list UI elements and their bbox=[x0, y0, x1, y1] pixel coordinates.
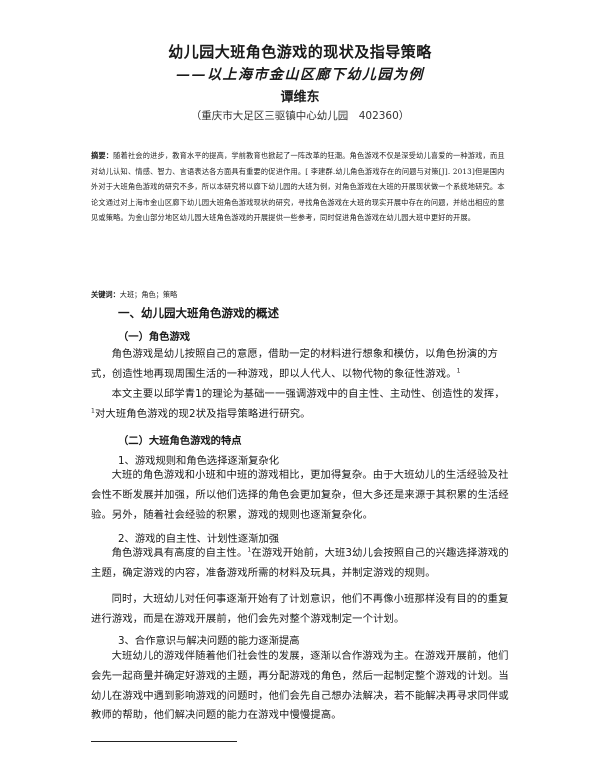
footnote-marker: 1 bbox=[91, 407, 95, 415]
abstract-text: 随着社会的进步，教育水平的提高，学前教育也掀起了一阵改革的狂潮。角色游戏不仅是深… bbox=[91, 151, 505, 223]
paragraph-autonomy: 角色游戏具有高度的自主性。1在游戏开始前，大班3幼儿会按照自己的兴趣选择游戏的主… bbox=[91, 544, 511, 584]
paragraph-definition: 角色游戏是幼儿按照自己的意愿，借助一定的材料进行想象和模仿，以角色扮演的方式，创… bbox=[91, 345, 511, 385]
author-name: 谭维东 bbox=[280, 90, 320, 105]
paper-title: 幼儿园大班角色游戏的现状及指导策略 bbox=[168, 43, 432, 61]
keywords-label: 关键词： bbox=[91, 290, 120, 299]
subsection-heading-role-play: （一）角色游戏 bbox=[118, 331, 191, 343]
abstract-label: 摘要： bbox=[91, 151, 114, 160]
subsection-heading-features: （二）大班角色游戏的特点 bbox=[118, 435, 242, 447]
point-heading-1: 1、游戏规则和角色选择逐渐复杂化 bbox=[118, 455, 280, 467]
paragraph-theory: 本文主要以邱学青1的理论为基础一一强调游戏中的自主性、主动性、创造性的发挥， 1对… bbox=[91, 385, 511, 425]
paragraph-text: 角色游戏是幼儿按照自己的意愿，借助一定的材料进行想象和模仿，以角色扮演的方式，创… bbox=[91, 348, 499, 380]
section-heading-1: 一、幼儿园大班角色游戏的概述 bbox=[118, 306, 279, 320]
paragraph-text: 角色游戏具有高度的自主性。 bbox=[111, 547, 248, 559]
paper-subtitle: ——以上海市金山区廊下幼儿园为例 bbox=[176, 67, 424, 83]
paragraph-complexity: 大班的角色游戏和小班和中班的游戏相比，更加得复杂。由于大班幼儿的生活经验及社会性… bbox=[91, 469, 509, 521]
point-heading-3: 3、合作意识与解决问题的能力逐渐提高 bbox=[118, 635, 300, 647]
paragraph-cooperation: 大班幼儿的游戏伴随着他们社会性的发展，逐渐以合作游戏为主。在游戏开展前，他们会先… bbox=[91, 650, 509, 722]
footnote-separator bbox=[91, 741, 237, 742]
paragraph-planning: 同时，大班幼儿对任何事逐渐开始有了计划意识，他们不再像小班那样没有目的的重复进行… bbox=[91, 593, 509, 625]
paragraph-text: 在游戏开始前，大班3幼儿会按照自己的兴趣选择游戏的主题，确定游戏的内容，准备游戏… bbox=[91, 547, 509, 579]
author-affiliation: （重庆市大足区三驱镇中心幼儿园 402360） bbox=[190, 110, 410, 122]
keywords-text: 大班；角色；策略 bbox=[119, 290, 178, 299]
keywords: 关键词：大班；角色；策略 bbox=[91, 290, 177, 300]
paragraph-text: 本文主要以邱学青1的理论为基础一一强调游戏中的自主性、主动性、创造性的发挥， bbox=[111, 388, 505, 400]
footnote-marker: 1 bbox=[247, 546, 252, 554]
paragraph-text: 对大班角色游戏的现2状及指导策略进行研究。 bbox=[94, 407, 311, 420]
point-heading-2: 2、游戏的自主性、计划性逐渐加强 bbox=[118, 533, 280, 545]
abstract: 摘要：随着社会的进步，教育水平的提高，学前教育也掀起了一阵改革的狂潮。角色游戏不… bbox=[91, 148, 511, 226]
footnote-marker: 1 bbox=[456, 367, 461, 375]
